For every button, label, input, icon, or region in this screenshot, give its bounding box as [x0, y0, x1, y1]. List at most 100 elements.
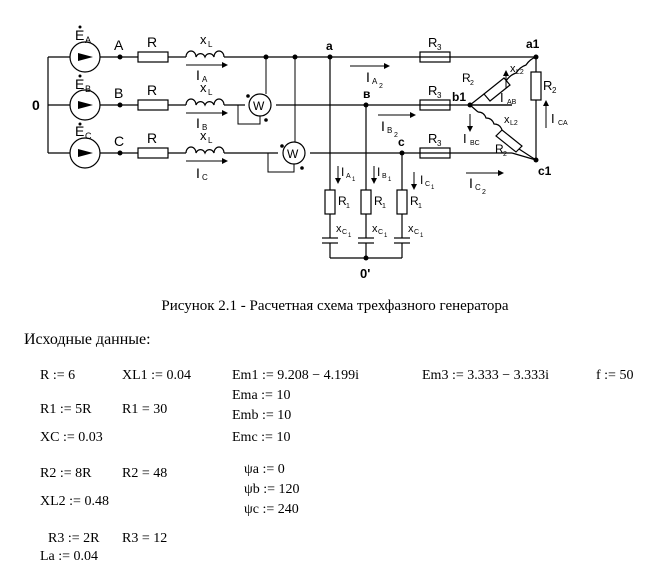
svg-text:A: A [372, 77, 378, 86]
svg-text:x: x [200, 128, 207, 143]
svg-text:3: 3 [437, 139, 442, 148]
wattmeter-2: W [267, 54, 306, 173]
svg-text:I: I [551, 111, 555, 126]
svg-text:I: I [196, 165, 200, 181]
svg-text:W: W [253, 99, 265, 113]
svg-text:L: L [208, 136, 213, 145]
svg-text:L2: L2 [510, 120, 518, 127]
svg-text:1: 1 [384, 233, 388, 239]
math-xl1: XL1 := 0.04 [122, 368, 191, 383]
svg-text:I: I [420, 173, 423, 187]
svg-text:E: E [75, 123, 84, 139]
resistor-r-c [137, 147, 169, 159]
svg-text:2: 2 [552, 86, 557, 95]
math-r1-def: R1 := 5R [40, 402, 92, 417]
resistor-r-a [137, 51, 169, 63]
svg-text:x: x [336, 223, 342, 235]
svg-text:2: 2 [470, 80, 474, 87]
math-ema: Ema := 10 [232, 388, 291, 403]
svg-text:E: E [75, 76, 84, 92]
svg-text:A: A [202, 75, 208, 84]
svg-text:R: R [428, 35, 437, 50]
math-r2-def: R2 := 8R [40, 466, 92, 481]
svg-text:1: 1 [418, 203, 422, 210]
phase-c: E C C R x L I C [69, 122, 228, 182]
svg-text:B: B [387, 126, 392, 135]
inductor-xl-b [185, 98, 225, 107]
svg-text:C: C [85, 131, 92, 141]
node-c-label: c [398, 135, 405, 149]
svg-text:x: x [510, 63, 516, 75]
svg-text:C: C [414, 229, 419, 236]
phase-a: E A A R x L I A [69, 25, 228, 84]
svg-text:3: 3 [437, 91, 442, 100]
svg-text:CA: CA [558, 120, 568, 127]
svg-text:AB: AB [507, 99, 517, 106]
svg-text:x: x [504, 114, 510, 126]
svg-text:R: R [374, 194, 383, 208]
svg-text:BC: BC [470, 140, 480, 147]
svg-text:A: A [346, 173, 351, 180]
svg-text:I: I [196, 115, 200, 131]
svg-text:2: 2 [379, 83, 383, 90]
emf-source-c: E C [69, 122, 101, 169]
node-zero-prime-label: 0' [360, 266, 370, 281]
svg-text:L: L [208, 40, 213, 49]
math-emc: Emc := 10 [232, 430, 291, 445]
inductor-xl-a [185, 50, 225, 59]
svg-text:I: I [463, 131, 467, 146]
svg-text:R: R [495, 142, 504, 156]
given-data-title: Исходные данные: [24, 331, 151, 348]
svg-text:R: R [410, 194, 419, 208]
math-emb: Emb := 10 [232, 408, 292, 423]
svg-text:C: C [202, 173, 208, 182]
svg-text:L: L [208, 88, 213, 97]
svg-text:R: R [543, 78, 552, 93]
math-r2-val: R2 = 48 [122, 466, 168, 481]
neutral-wiring: 0 [32, 56, 70, 154]
svg-text:R: R [428, 131, 437, 146]
svg-text:R: R [428, 83, 437, 98]
svg-text:R: R [462, 71, 471, 85]
svg-text:1: 1 [431, 185, 435, 191]
svg-text:1: 1 [382, 203, 386, 210]
resistors-r3: R 3 R 3 R 3 [419, 35, 451, 159]
svg-text:I: I [469, 175, 473, 191]
math-r: R := 6 [40, 368, 76, 383]
line-label-c: C [114, 133, 124, 149]
node-a-label: a [326, 39, 333, 53]
svg-text:1: 1 [420, 233, 424, 239]
svg-text:R: R [147, 34, 157, 50]
svg-text:x: x [200, 32, 207, 47]
emf-source-b: E B [69, 74, 101, 121]
math-r1-val: R1 = 30 [122, 402, 168, 417]
svg-text:I: I [500, 90, 504, 105]
math-psi-c: ψc := 240 [244, 502, 299, 517]
svg-text:I: I [341, 165, 344, 179]
svg-text:I: I [377, 165, 380, 179]
svg-text:B: B [202, 123, 207, 132]
svg-text:I: I [381, 118, 385, 134]
svg-text:I: I [196, 67, 200, 83]
svg-text:1: 1 [348, 233, 352, 239]
math-em3: Em3 := 3.333 − 3.333i [422, 368, 550, 383]
svg-text:R: R [338, 194, 347, 208]
svg-text:x: x [372, 223, 378, 235]
svg-text:A: A [85, 35, 91, 45]
wattmeter-1: W [237, 54, 272, 125]
math-em1: Em1 := 9.208 − 4.199i [232, 368, 360, 383]
phase-b: E B B R x L I B [69, 74, 228, 132]
node-zero-label: 0 [32, 97, 40, 113]
figure-caption: Рисунок 2.1 - Расчетная схема трехфазног… [161, 298, 509, 314]
emf-source-a: E A [69, 25, 101, 73]
node-b-label: в [363, 87, 370, 101]
resistor-r-b [137, 99, 169, 111]
svg-text:I: I [366, 69, 370, 85]
line-label-a: A [114, 37, 124, 53]
svg-text:1: 1 [352, 177, 356, 183]
svg-text:x: x [408, 223, 414, 235]
svg-text:3: 3 [437, 43, 442, 52]
svg-text:C: C [475, 183, 481, 192]
svg-text:2: 2 [482, 189, 486, 196]
math-psi-a: ψa := 0 [244, 462, 285, 477]
